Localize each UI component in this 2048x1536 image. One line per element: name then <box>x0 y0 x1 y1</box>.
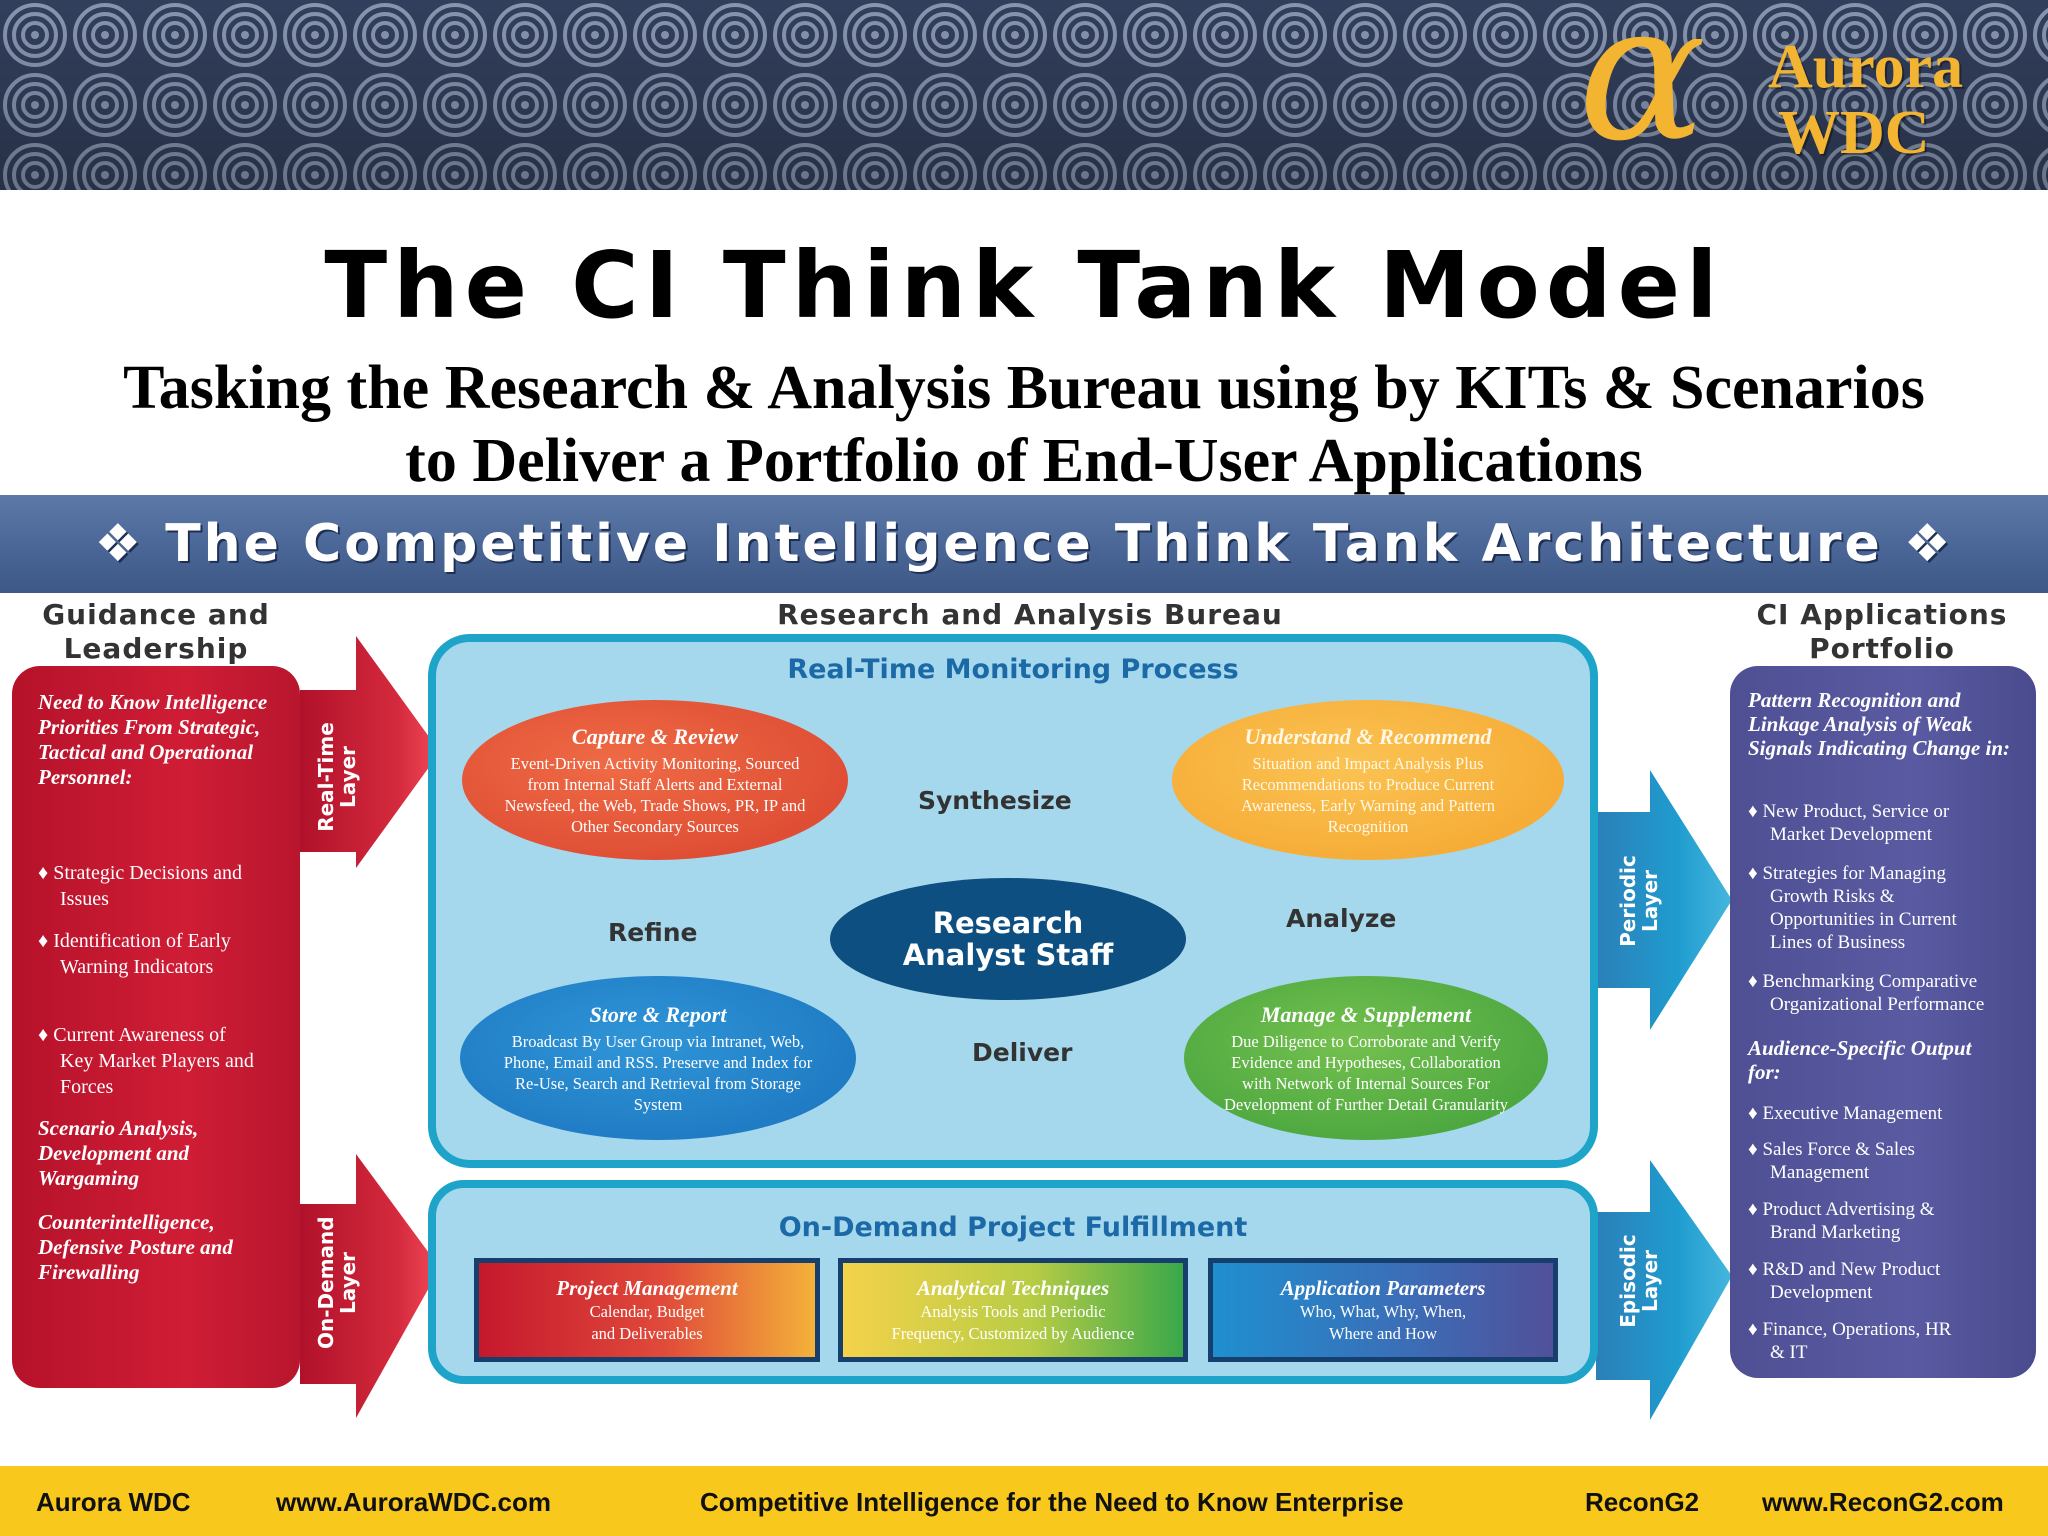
ondemand-label-line-1: On-Demand <box>314 1216 338 1349</box>
analytical-techniques-desc-1: Analysis Tools and Periodic <box>920 1301 1106 1321</box>
capture-review-ellipse: Capture & Review Event-Driven Activity M… <box>462 700 848 860</box>
analytical-techniques-desc-2: Frequency, Customized by Audience <box>891 1323 1135 1343</box>
guidance-panel: Need to Know Intelligence Priorities Fro… <box>12 666 300 1388</box>
right-bullet-4: ♦ Executive Management <box>1748 1103 1943 1124</box>
left-header-line-1: Guidance and <box>42 598 270 631</box>
synthesize-label: Synthesize <box>918 786 1072 815</box>
store-report-title: Store & Report <box>589 1001 727 1027</box>
understand-recommend-desc: Situation and Impact Analysis Plus Recom… <box>1241 753 1495 836</box>
deliver-label: Deliver <box>972 1038 1073 1067</box>
right-header-line-1: CI Applications <box>1756 598 2008 631</box>
footer-bar: Aurora WDC www.AuroraWDC.com Competitive… <box>0 1466 2048 1536</box>
application-parameters-box: Application Parameters Who, What, Why, W… <box>1208 1258 1558 1362</box>
center-column-header: Research and Analysis Bureau <box>777 598 1283 631</box>
analytical-techniques-box: Analytical Techniques Analysis Tools and… <box>838 1258 1188 1362</box>
left-header-line-2: Leadership <box>63 632 249 665</box>
scenario-analysis-item: Scenario Analysis, Development and Warga… <box>38 1116 199 1190</box>
episodic-label-line-1: Episodic <box>1616 1234 1640 1328</box>
periodic-layer-label: Periodic Layer <box>1616 841 1667 961</box>
realtime-monitoring-title: Real-Time Monitoring Process <box>787 654 1239 685</box>
need-to-know-heading: Need to Know Intelligence Priorities Fro… <box>38 690 268 789</box>
realtime-label-line-1: Real-Time <box>314 722 338 832</box>
left-bullet-2: ♦ Identification of Early Warning Indica… <box>38 930 231 978</box>
footer-company: Aurora WDC <box>36 1487 191 1517</box>
logo-text-aurora: Aurora <box>1768 33 1964 101</box>
periodic-label-line-2: Layer <box>1638 869 1662 933</box>
realtime-label-line-2: Layer <box>336 745 360 809</box>
right-column-header: CI Applications Portfolio <box>1726 598 2038 666</box>
right-header-line-2: Portfolio <box>1809 632 1955 665</box>
research-analyst-staff-ellipse: Research Analyst Staff <box>830 878 1186 1000</box>
footer-product-url[interactable]: www.ReconG2.com <box>1762 1487 2004 1517</box>
ci-applications-panel: Pattern Recognition and Linkage Analysis… <box>1730 666 2036 1378</box>
episodic-layer-arrow <box>1596 1160 1732 1420</box>
subtitle-line-1: Tasking the Research & Analysis Bureau u… <box>123 354 1925 422</box>
right-bullet-6: ♦ Product Advertising & Brand Marketing <box>1748 1199 1935 1243</box>
application-parameters-desc-1: Who, What, Why, When, <box>1299 1301 1467 1321</box>
architecture-banner: ❖ The Competitive Intelligence Think Tan… <box>0 495 2048 593</box>
application-parameters-title: Application Parameters <box>1280 1275 1486 1300</box>
realtime-layer-arrow <box>300 636 440 868</box>
swirl-pattern <box>0 0 2048 190</box>
page-title: The CI Think Tank Model <box>324 232 1724 339</box>
analyze-label: Analyze <box>1286 904 1397 933</box>
header-banner: α Aurora WDC <box>0 0 2048 190</box>
left-bullet-1: ♦ Strategic Decisions and Issues <box>38 862 243 910</box>
ondemand-layer-arrow <box>300 1154 440 1418</box>
understand-recommend-title: Understand & Recommend <box>1244 723 1492 749</box>
capture-review-title: Capture & Review <box>571 723 739 749</box>
ondemand-label-line-2: Layer <box>336 1251 360 1315</box>
audience-specific-heading: Audience-Specific Output for: <box>1748 1036 1972 1084</box>
manage-supplement-desc: Due Diligence to Corroborate and Verify … <box>1223 1031 1509 1114</box>
logo-text-wdc: WDC <box>1778 99 1930 167</box>
episodic-layer-label: Episodic Layer <box>1616 1221 1667 1341</box>
store-report-desc: Broadcast By User Group via Intranet, We… <box>503 1031 813 1114</box>
ondemand-fulfillment-title: On-Demand Project Fulfillment <box>778 1212 1248 1243</box>
project-management-desc-1: Calendar, Budget <box>589 1301 705 1321</box>
right-bullet-5: ♦ Sales Force & Sales Management <box>1748 1139 1915 1183</box>
refine-label: Refine <box>608 918 698 947</box>
counterintelligence-item: Counterintelligence, Defensive Posture a… <box>38 1210 233 1284</box>
pattern-recognition-heading: Pattern Recognition and Linkage Analysis… <box>1748 688 2010 760</box>
project-management-desc-2: and Deliverables <box>591 1323 703 1343</box>
subtitle-line-2: to Deliver a Portfolio of End-User Appli… <box>405 427 1643 495</box>
project-management-title: Project Management <box>556 1275 738 1300</box>
aurora-wdc-logo: α Aurora WDC <box>1578 0 1998 168</box>
footer-tagline: Competitive Intelligence for the Need to… <box>700 1487 1404 1517</box>
right-bullet-7: ♦ R&D and New Product Development <box>1748 1259 1941 1303</box>
understand-recommend-ellipse: Understand & Recommend Situation and Imp… <box>1172 700 1564 860</box>
application-parameters-desc-2: Where and How <box>1328 1323 1438 1343</box>
right-bullet-3: ♦ Benchmarking Comparative Organizationa… <box>1748 971 1985 1015</box>
logo-alpha-symbol: α <box>1578 0 1707 183</box>
realtime-layer-label: Real-Time Layer <box>314 717 365 837</box>
capture-review-desc: Event-Driven Activity Monitoring, Source… <box>504 753 806 836</box>
periodic-label-line-1: Periodic <box>1616 855 1640 947</box>
footer-product: ReconG2 <box>1585 1487 1700 1517</box>
architecture-banner-text: ❖ The Competitive Intelligence Think Tan… <box>94 514 1954 574</box>
episodic-label-line-2: Layer <box>1638 1249 1662 1313</box>
right-bullet-2: ♦ Strategies for Managing Growth Risks &… <box>1748 863 1957 953</box>
footer-company-url[interactable]: www.AuroraWDC.com <box>276 1487 551 1517</box>
manage-supplement-ellipse: Manage & Supplement Due Diligence to Cor… <box>1184 976 1548 1140</box>
center-label-line-2: Analyst Staff <box>902 938 1114 972</box>
right-bullet-1: ♦ New Product, Service or Market Develop… <box>1748 801 1950 845</box>
left-column-header: Guidance and Leadership <box>20 598 292 666</box>
store-report-ellipse: Store & Report Broadcast By User Group v… <box>460 976 856 1140</box>
analytical-techniques-title: Analytical Techniques <box>916 1275 1110 1300</box>
left-bullet-3: ♦ Current Awareness of Key Market Player… <box>38 1024 254 1098</box>
periodic-layer-arrow <box>1596 770 1732 1030</box>
project-management-box: Project Management Calendar, Budget and … <box>474 1258 820 1362</box>
ondemand-layer-label: On-Demand Layer <box>314 1216 365 1349</box>
right-bullet-8: ♦ Finance, Operations, HR & IT <box>1748 1319 1952 1363</box>
center-label-line-1: Research <box>932 906 1084 940</box>
manage-supplement-title: Manage & Supplement <box>1260 1001 1472 1027</box>
